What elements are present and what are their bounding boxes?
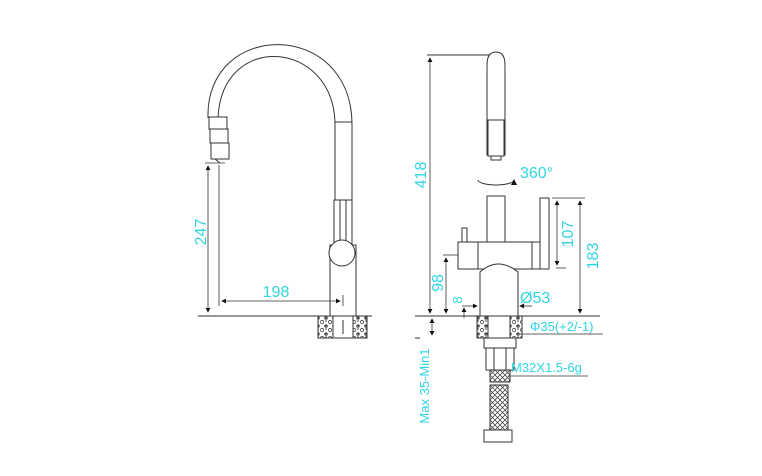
spout-reach-label: 198 bbox=[263, 284, 290, 301]
lever-top-label: 183 bbox=[585, 243, 602, 270]
faucet-body bbox=[457, 197, 550, 317]
mount-base bbox=[317, 315, 368, 339]
handle-knob bbox=[328, 239, 356, 267]
offset-label: 8 bbox=[450, 296, 465, 303]
thread-label: M32X1.5-6g bbox=[511, 360, 582, 375]
supply-hose bbox=[489, 384, 509, 431]
rotation-label: 360° bbox=[520, 165, 553, 182]
counter-thickness-label: Max 35-Min1 bbox=[417, 348, 432, 423]
hose-nut bbox=[483, 429, 513, 443]
spout-inner bbox=[207, 44, 353, 200]
rotation-arrow-icon bbox=[477, 179, 517, 186]
spout-tube bbox=[486, 51, 506, 247]
body-height-label: 98 bbox=[430, 274, 447, 292]
faucet-body bbox=[328, 199, 357, 317]
filter-tap bbox=[461, 227, 468, 243]
spray-head bbox=[208, 116, 230, 164]
side-view: 247 198 bbox=[193, 44, 372, 339]
spout-outer bbox=[217, 55, 336, 200]
lever bbox=[539, 197, 550, 270]
spout-height-label: 247 bbox=[193, 219, 210, 246]
base-diameter-label: Ø53 bbox=[520, 290, 550, 307]
mount-base bbox=[476, 315, 523, 443]
lever-height-label: 107 bbox=[560, 221, 577, 248]
hole-diameter-label: Φ35(+2/-1) bbox=[530, 319, 593, 334]
total-height-label: 418 bbox=[413, 162, 430, 189]
front-view: 360° 418 107 183 bbox=[413, 51, 603, 443]
